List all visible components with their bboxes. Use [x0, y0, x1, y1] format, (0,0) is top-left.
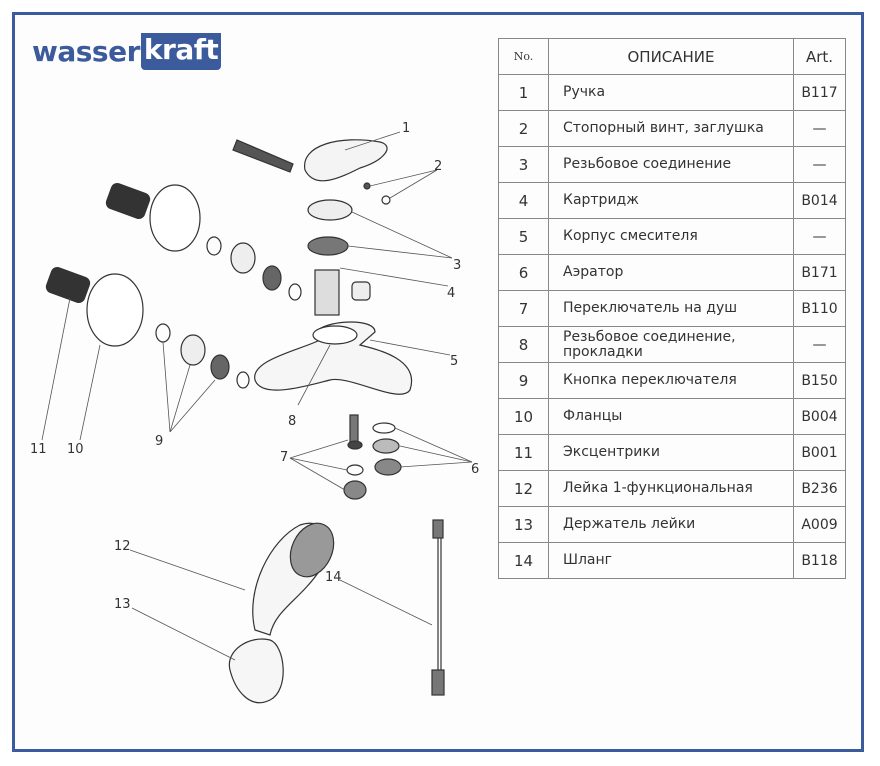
row-art: B014 [793, 182, 846, 219]
callout-13: 13 [114, 597, 131, 612]
row-art: B236 [793, 470, 846, 507]
plug-part [381, 195, 391, 205]
callout-7: 7 [280, 450, 288, 465]
callout-10: 10 [67, 442, 84, 457]
callout-1: 1 [402, 121, 410, 136]
row-description: Картридж [548, 182, 794, 219]
row-description: Резьбовое соединение [548, 146, 794, 183]
logo-text-wasser: wasser [32, 34, 140, 68]
row-art: B110 [793, 290, 846, 327]
row-number: 4 [498, 182, 549, 219]
eccentric-upper-part [105, 183, 151, 219]
row-art: B004 [793, 398, 846, 435]
row-number: 10 [498, 398, 549, 435]
row-description: Стопорный винт, заглушка [548, 110, 794, 147]
row-description: Держатель лейки [548, 506, 794, 543]
handle-part [304, 139, 388, 182]
row-number: 3 [498, 146, 549, 183]
row-number: 14 [498, 542, 549, 579]
hex-key-part [232, 139, 294, 173]
row-number: 7 [498, 290, 549, 327]
row-description: Фланцы [548, 398, 794, 435]
row-number: 6 [498, 254, 549, 291]
row-description: Эксцентрики [548, 434, 794, 471]
threaded-connection-part [307, 199, 353, 221]
row-art: B118 [793, 542, 846, 579]
hose-part [432, 519, 444, 539]
header-art: Art. [793, 38, 846, 75]
cartridge-part [314, 269, 340, 316]
callout-11: 11 [30, 442, 47, 457]
callout-6: 6 [471, 462, 479, 477]
header-no: No. [498, 38, 549, 75]
row-description: Резьбовое соединение, прокладки [548, 326, 794, 363]
row-number: 5 [498, 218, 549, 255]
callout-9: 9 [155, 434, 163, 449]
row-number: 12 [498, 470, 549, 507]
logo-text-kraft: kraft [140, 32, 222, 70]
callout-12: 12 [114, 539, 131, 554]
row-description: Корпус смесителя [548, 218, 794, 255]
callout-2: 2 [434, 159, 442, 174]
row-art: — [793, 218, 846, 255]
callout-14: 14 [325, 570, 342, 585]
callout-3: 3 [453, 258, 461, 273]
row-description: Ручка [548, 74, 794, 111]
cartridge-ring-part [307, 236, 349, 256]
row-description: Лейка 1-функциональная [548, 470, 794, 507]
callout-8: 8 [288, 414, 296, 429]
row-number: 9 [498, 362, 549, 399]
row-number: 8 [498, 326, 549, 363]
row-number: 1 [498, 74, 549, 111]
row-art: A009 [793, 506, 846, 543]
mixer-body-part [254, 321, 413, 395]
row-art: — [793, 326, 846, 363]
row-number: 2 [498, 110, 549, 147]
shower-holder-part [228, 638, 284, 704]
row-number: 13 [498, 506, 549, 543]
row-number: 11 [498, 434, 549, 471]
row-art: — [793, 146, 846, 183]
row-art: B117 [793, 74, 846, 111]
eccentric-lower-part [45, 267, 91, 303]
callout-5: 5 [450, 354, 458, 369]
row-description: Кнопка переключателя [548, 362, 794, 399]
row-art: B150 [793, 362, 846, 399]
switch-button-part [351, 281, 371, 301]
header-description: ОПИСАНИЕ [548, 38, 794, 75]
row-description: Шланг [548, 542, 794, 579]
flange-lower-part [86, 273, 144, 347]
row-description: Переключатель на душ [548, 290, 794, 327]
row-description: Аэратор [548, 254, 794, 291]
row-art: B171 [793, 254, 846, 291]
table-header-row: No. ОПИСАНИЕ Art. [498, 38, 846, 75]
row-art: — [793, 110, 846, 147]
row-art: B001 [793, 434, 846, 471]
flange-upper-part [149, 184, 201, 252]
callout-4: 4 [447, 286, 455, 301]
screw-part [363, 182, 371, 190]
